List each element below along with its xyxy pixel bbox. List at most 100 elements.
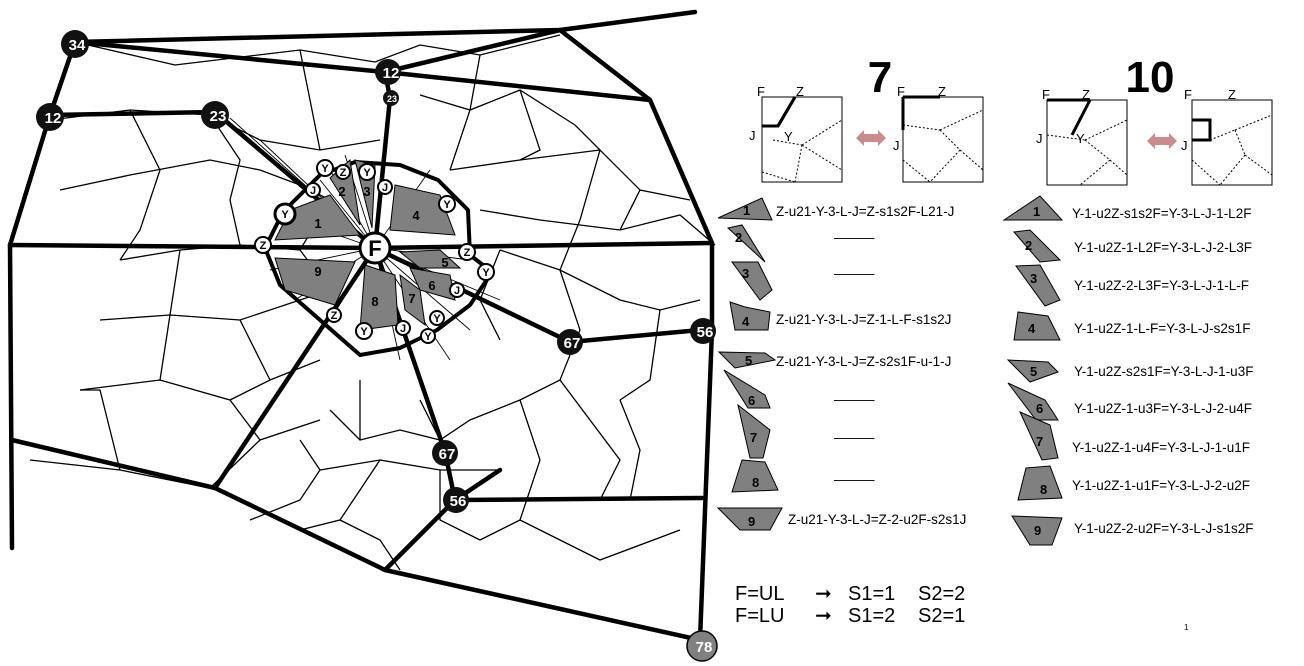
- vertex-badge: 12: [36, 103, 64, 131]
- panel-7-rows: 1 Z-u21-Y-3-L-J=Z-s1s2F-L21-J 2 ——— 3 ——…: [718, 198, 966, 530]
- patch-label: 6: [428, 278, 435, 293]
- patch-label: 4: [412, 208, 420, 223]
- svg-text:Y: Y: [360, 326, 368, 338]
- svg-text:9: 9: [748, 514, 755, 529]
- svg-text:78: 78: [696, 639, 713, 656]
- patch-label: 3: [363, 184, 370, 199]
- patch-label: 5: [441, 255, 448, 270]
- patch-icon-3: 3: [732, 262, 772, 300]
- vertex-badge: 56: [690, 318, 716, 344]
- patch-label: 2: [338, 184, 345, 199]
- vertex-badge: 23: [201, 101, 229, 129]
- corner-marker: Y: [421, 329, 435, 343]
- legend: F=UL ➞ S1=1 S2=2 F=LU ➞ S1=2 S2=1: [735, 583, 965, 627]
- svg-text:4: 4: [742, 314, 750, 329]
- corner-marker: Y: [478, 264, 494, 280]
- patch-icon-7: 7: [738, 405, 770, 458]
- label-z: Z: [1228, 87, 1236, 102]
- svg-text:4: 4: [1028, 321, 1036, 336]
- patch-icon-2: 2: [1014, 230, 1060, 262]
- vertex-badge: 67: [557, 329, 583, 355]
- label-z: Z: [1082, 87, 1090, 102]
- corner-marker: J: [450, 283, 464, 297]
- svg-text:Y: Y: [482, 267, 490, 279]
- label-j: J: [1036, 131, 1043, 146]
- svg-text:Z: Z: [464, 247, 471, 259]
- svg-text:F: F: [368, 236, 381, 261]
- patch-icon-9: 9: [1012, 516, 1062, 545]
- label-f: F: [1042, 87, 1050, 102]
- panel-7-config-before: [762, 97, 842, 182]
- legend-line2-s1: S1=2: [848, 605, 895, 627]
- patch-icon-6: 6: [724, 370, 770, 408]
- legend-line1-s1: S1=1: [848, 583, 895, 605]
- panel-7-heading: 7: [868, 53, 892, 102]
- patch-icon-3: 3: [1016, 265, 1060, 306]
- panel-10-rows: 1 Y-1-u2Z-s1s2F=Y-3-L-J-1-L2F 2 Y-1-u2Z-…: [1004, 196, 1253, 545]
- patch-label: 8: [371, 294, 378, 309]
- svg-text:Y: Y: [433, 313, 441, 325]
- svg-text:9: 9: [1034, 523, 1041, 538]
- svg-text:Y: Y: [363, 167, 371, 179]
- swap-arrow-icon: [856, 130, 886, 146]
- patch-icon-6: 6: [1008, 383, 1058, 420]
- svg-text:J: J: [454, 285, 460, 297]
- svg-text:23: 23: [387, 94, 397, 104]
- vertex-badge: 56: [443, 487, 469, 513]
- arrow-right-icon: ➞: [815, 583, 832, 605]
- row-equation: Z-u21-Y-3-L-J=Z-s1s2F-L21-J: [776, 204, 954, 219]
- label-y: Y: [1076, 131, 1085, 146]
- svg-text:Z: Z: [331, 310, 338, 322]
- svg-text:6: 6: [748, 393, 755, 408]
- svg-text:2: 2: [735, 230, 742, 245]
- patch-icon-8: 8: [732, 460, 778, 492]
- svg-text:Y: Y: [281, 209, 289, 221]
- panel-10-heading: 10: [1126, 53, 1175, 102]
- svg-text:3: 3: [742, 266, 749, 281]
- corner-marker: Z: [327, 308, 341, 322]
- row-equation: Y-1-u2Z-2-L3F=Y-3-L-J-1-L-F: [1074, 278, 1249, 293]
- svg-text:12: 12: [383, 65, 400, 82]
- svg-text:1: 1: [743, 203, 750, 218]
- legend-line2-left: F=LU: [735, 605, 784, 627]
- patch-icon-1: 1: [718, 198, 772, 220]
- label-z: Z: [796, 84, 804, 99]
- corner-marker: Y: [356, 323, 372, 339]
- svg-text:Y: Y: [424, 331, 432, 343]
- corner-marker: Y: [439, 196, 455, 212]
- svg-text:56: 56: [450, 493, 467, 510]
- patch-label: 7: [408, 291, 415, 306]
- label-j: J: [749, 128, 756, 143]
- row-dash: ———: [834, 430, 875, 445]
- svg-text:5: 5: [745, 353, 752, 368]
- patch-icon-5: 5: [719, 352, 775, 368]
- row-equation: Y-1-u2Z-1-L2F=Y-3-L-J-2-L3F: [1074, 240, 1252, 255]
- patch-icon-8: 8: [1018, 466, 1062, 500]
- vertex-badge: 23: [383, 90, 399, 106]
- panel-10: 10 F Z J Y: [1036, 53, 1272, 185]
- label-y: Y: [784, 129, 793, 144]
- svg-text:6: 6: [1036, 401, 1043, 416]
- svg-text:67: 67: [439, 446, 456, 463]
- panel-10-config-before: [1047, 100, 1127, 185]
- patch-icon-4: 4: [730, 302, 770, 330]
- panel-7: 7 F Z J Y: [749, 53, 983, 182]
- legend-line1-left: F=UL: [735, 583, 784, 605]
- svg-text:8: 8: [752, 475, 759, 490]
- svg-text:12: 12: [45, 110, 62, 127]
- patch-icon-9: 9: [718, 508, 782, 530]
- svg-text:34: 34: [69, 37, 86, 54]
- vertex-badge: 78: [687, 631, 717, 661]
- patch-8: [360, 265, 398, 330]
- row-equation: Y-1-u2Z-s1s2F=Y-3-L-J-1-L2F: [1072, 206, 1251, 221]
- corner-marker: Z: [255, 237, 271, 253]
- row-equation: Y-1-u2Z-1-u1F=Y-3-L-J-2-u2F: [1072, 478, 1250, 493]
- legend-line1-s2: S2=2: [918, 583, 965, 605]
- patch-icon-5: 5: [1008, 360, 1058, 382]
- svg-text:67: 67: [564, 335, 581, 352]
- svg-text:1: 1: [1033, 204, 1040, 219]
- svg-text:J: J: [310, 185, 316, 197]
- panel-7-config-after: [903, 97, 983, 182]
- svg-text:J: J: [400, 323, 406, 335]
